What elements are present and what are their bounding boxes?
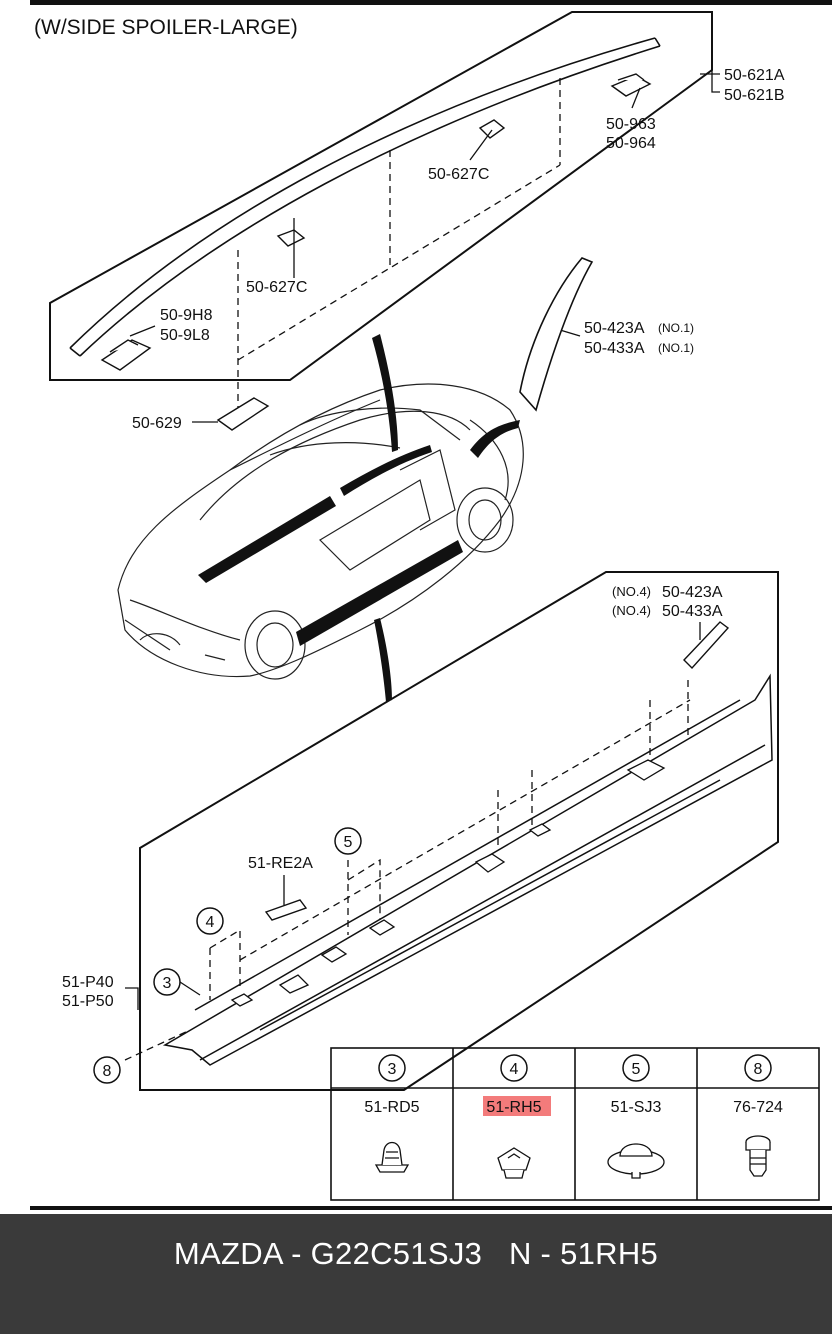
label-50-433A-no4: 50-433A — [662, 603, 723, 620]
callout-8: 8 — [93, 1056, 121, 1084]
table-callout-3: 3 — [378, 1054, 406, 1082]
note-no1-a: (NO.1) — [658, 321, 694, 335]
svg-text:4: 4 — [510, 1061, 519, 1078]
svg-text:5: 5 — [632, 1061, 641, 1078]
callout-4: 4 — [196, 907, 224, 935]
grommet-clip-icon — [497, 1147, 531, 1179]
label-50-627C-top: 50-627C — [428, 166, 489, 183]
footer-bar: MAZDA - G22C51SJ3 N - 51RH5 — [0, 1214, 832, 1334]
lower-clips — [230, 759, 666, 1007]
label-50-627C-left: 50-627C — [246, 279, 307, 296]
car-trim-highlights — [198, 334, 520, 702]
roof-rail-panel — [49, 11, 713, 381]
part-highlight — [483, 1096, 551, 1116]
note-no4-a: (NO.4) — [612, 584, 651, 599]
callout-5: 5 — [334, 827, 362, 855]
note-no1-b: (NO.1) — [658, 341, 694, 355]
label-50-621A: 50-621A — [724, 67, 785, 84]
table-callout-5: 5 — [622, 1054, 650, 1082]
label-50-423A-no1: 50-423A — [584, 320, 645, 337]
label-50-964: 50-964 — [606, 135, 656, 152]
callout-3: 3 — [153, 968, 181, 996]
car-illustration — [117, 383, 524, 680]
table-callout-4: 4 — [500, 1054, 528, 1082]
push-clip-icon — [374, 1141, 410, 1173]
part-51-RD5: 51-RD5 — [364, 1099, 419, 1116]
label-51-P50: 51-P50 — [62, 993, 114, 1010]
lower-leader-dashes — [124, 680, 691, 1061]
side-skirt — [162, 673, 773, 1066]
part-51-RH5[interactable]: 51-RH5 — [486, 1099, 541, 1116]
footer-part-reference: MAZDA - G22C51SJ3 N - 51RH5 — [173, 1236, 659, 1271]
parts-diagram: (W/SIDE SPOILER-LARGE) 50-621A 50- — [30, 0, 832, 1210]
svg-text:3: 3 — [163, 975, 172, 992]
note-no4-b: (NO.4) — [612, 603, 651, 618]
upper-leader-dashes — [237, 78, 561, 412]
fastener-table — [330, 1047, 820, 1201]
fender-garnish-no4 — [683, 621, 730, 670]
lower-leaders — [125, 622, 701, 1010]
re2a-part — [264, 899, 308, 921]
label-50-433A-no1: 50-433A — [584, 340, 645, 357]
label-51-P40: 51-P40 — [62, 974, 114, 991]
svg-text:5: 5 — [344, 834, 353, 851]
label-50-9H8: 50-9H8 — [160, 307, 213, 324]
part-51-SJ3: 51-SJ3 — [611, 1099, 662, 1116]
label-51-RE2A: 51-RE2A — [248, 855, 313, 872]
svg-text:3: 3 — [388, 1061, 397, 1078]
roof-spoiler-strip — [69, 37, 661, 357]
svg-text:4: 4 — [206, 914, 215, 931]
screw-rivet-icon — [745, 1135, 771, 1177]
label-50-629: 50-629 — [132, 415, 182, 432]
svg-text:8: 8 — [103, 1063, 112, 1080]
label-50-963: 50-963 — [606, 116, 656, 133]
table-callout-8: 8 — [744, 1054, 772, 1082]
diagram-heading: (W/SIDE SPOILER-LARGE) — [34, 16, 298, 39]
label-50-621B: 50-621B — [724, 87, 785, 104]
label-50-423A-no4: 50-423A — [662, 584, 723, 601]
svg-text:8: 8 — [754, 1061, 763, 1078]
upper-clips — [100, 73, 652, 431]
fender-garnish-no1 — [519, 257, 594, 412]
label-50-9L8: 50-9L8 — [160, 327, 210, 344]
cap-clip-icon — [607, 1143, 665, 1179]
part-76-724: 76-724 — [733, 1099, 783, 1116]
upper-leaders — [129, 70, 720, 423]
side-sill-panel — [139, 571, 779, 1091]
